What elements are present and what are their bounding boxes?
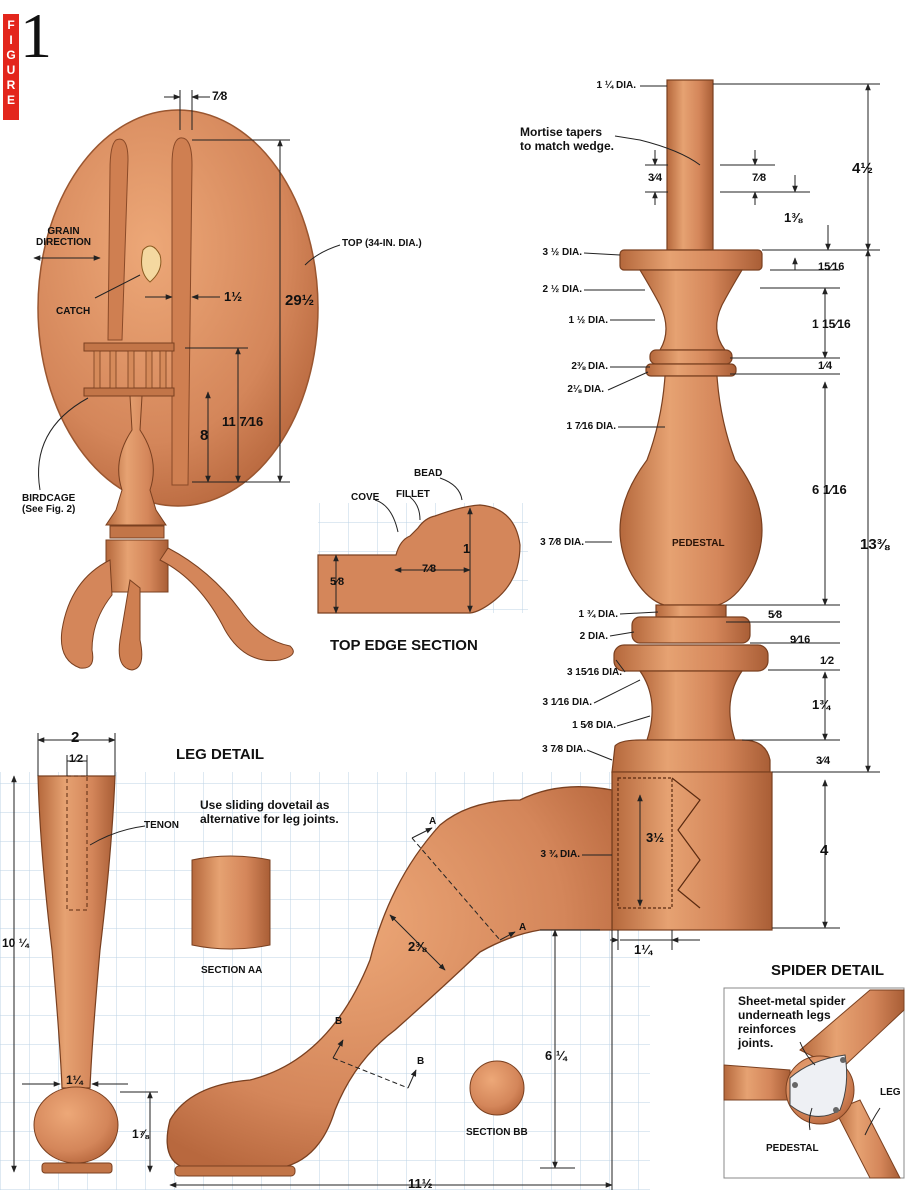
section-aa-shape <box>191 855 271 950</box>
dim-ped-r7: 1¾ <box>812 697 831 712</box>
dim-ped-1-3-8: 1⅜ <box>784 210 803 225</box>
dovetail-note: Use sliding dovetail as alternative for … <box>200 798 339 826</box>
label-top: TOP (34-IN. DIA.) <box>342 238 422 249</box>
mark-a-top: A <box>429 816 437 827</box>
leg-front <box>37 775 116 1089</box>
label-grain-direction: GRAIN DIRECTION <box>36 226 91 248</box>
dim-leg-2: 2 <box>71 729 80 746</box>
dia-11: 3 15⁄16 DIA. <box>566 667 622 678</box>
dim-leg-10-quarter: 10 ¼ <box>2 936 29 950</box>
top-view-leg-left <box>60 559 113 669</box>
dia-6: 2⅛ DIA. <box>567 384 604 395</box>
dim-ped-r5: 9⁄16 <box>790 634 811 646</box>
dia-3: 2 ½ DIA. <box>542 284 582 295</box>
dim-ped-r2: 1⁄4 <box>818 360 833 372</box>
dim-leg-6-quarter: 6 ¼ <box>545 1048 567 1063</box>
pedestal-turning <box>611 79 773 931</box>
dia-4: 1 ½ DIA. <box>568 315 608 326</box>
dim-ped-r8: 3⁄4 <box>816 755 831 767</box>
tenon-outline <box>66 775 88 911</box>
dia-2: 3 ½ DIA. <box>542 247 582 258</box>
dia-8: 3 7⁄8 DIA. <box>540 537 584 548</box>
dim-ped-1-quarter: 1¼ <box>634 942 653 957</box>
dia-15: 3 ¾ DIA. <box>540 849 580 860</box>
dim-ped-3-half: 3½ <box>646 830 665 845</box>
top-view-leg-right <box>159 547 294 662</box>
label-pedestal: PEDESTAL <box>672 538 725 549</box>
dim-ped-4: 4 <box>820 842 829 859</box>
dia-10: 2 DIA. <box>579 631 608 642</box>
dim-ped-4-half: 4½ <box>852 160 873 177</box>
label-tenon: TENON <box>144 820 179 831</box>
dim-top-thickness: 7⁄8 <box>212 89 228 103</box>
dim-29-half: 29½ <box>285 292 315 309</box>
dia-14: 3 7⁄8 DIA. <box>542 744 586 755</box>
mark-a-bottom: A <box>519 922 527 933</box>
mortise-note: Mortise tapers to match wedge. <box>520 125 615 153</box>
dim-1-half: 1½ <box>224 289 243 304</box>
mark-b-bottom: B <box>417 1056 425 1067</box>
dim-leg-1-quarter: 1¼ <box>66 1073 83 1087</box>
label-cove: COVE <box>351 492 380 503</box>
label-section-aa: SECTION AA <box>201 965 263 976</box>
figure-number: 1 <box>20 0 52 71</box>
dia-5: 2⅜ DIA. <box>571 361 608 372</box>
dia-1: 1 ¼ DIA. <box>596 80 636 91</box>
leg-detail-title: LEG DETAIL <box>176 746 265 763</box>
leg-side <box>166 786 613 1169</box>
dim-edge-5-8: 5⁄8 <box>330 576 345 588</box>
dim-ped-13-3-8: 13⅜ <box>860 536 890 553</box>
spider-detail-title: SPIDER DETAIL <box>771 962 885 979</box>
spider-label-pedestal: PEDESTAL <box>766 1143 819 1154</box>
catch-plate <box>141 245 162 283</box>
dim-ped-r0: 15⁄16 <box>818 261 845 273</box>
label-birdcage: BIRDCAGE (See Fig. 2) <box>22 493 76 515</box>
cleat-right <box>171 137 193 486</box>
dim-leg-1-2: 1⁄2 <box>69 753 84 765</box>
dim-ped-r3: 6 1⁄16 <box>812 482 847 497</box>
edge-section-title: TOP EDGE SECTION <box>330 637 478 654</box>
dia-9: 1 ¾ DIA. <box>578 609 618 620</box>
dim-edge-7-8: 7⁄8 <box>422 563 437 575</box>
label-fillet: FILLET <box>396 489 430 500</box>
birdcage-top <box>83 342 175 352</box>
dim-11-7-16: 11 7⁄16 <box>222 414 264 429</box>
dia-7: 1 7⁄16 DIA. <box>566 421 616 432</box>
dia-13: 1 5⁄8 DIA. <box>572 720 616 731</box>
label-bead: BEAD <box>414 468 443 479</box>
dim-ped-r6: 1⁄2 <box>820 655 835 667</box>
dim-leg-1-7-8: 1⅞ <box>132 1127 149 1141</box>
top-view-leg-mid <box>118 579 143 671</box>
dim-leg-2-3-8: 2⅜ <box>408 939 427 954</box>
dim-edge-1: 1 <box>463 541 471 556</box>
dim-leg-11-half: 11½ <box>408 1176 433 1191</box>
top-view-pedestal <box>105 395 167 526</box>
spider-note: Sheet-metal spider underneath legs reinf… <box>738 994 846 1050</box>
dim-ped-3-4: 3⁄4 <box>648 172 663 184</box>
label-section-bb: SECTION BB <box>466 1127 528 1138</box>
dim-8: 8 <box>200 427 209 444</box>
leg-foot-front <box>33 1086 119 1164</box>
spider-illustration <box>723 989 905 1179</box>
mark-b-top: B <box>335 1016 343 1027</box>
birdcage-spindles <box>93 350 167 389</box>
birdcage-bottom <box>83 387 175 397</box>
spider-label-leg: LEG <box>880 1087 901 1098</box>
cleat-left <box>107 138 129 341</box>
dim-ped-r4: 5⁄8 <box>768 609 783 621</box>
dim-ped-7-8: 7⁄8 <box>752 172 767 184</box>
label-catch: CATCH <box>56 306 91 317</box>
dia-12: 3 1⁄16 DIA. <box>542 697 592 708</box>
section-bb-shape <box>469 1060 525 1116</box>
dim-ped-r1: 1 15⁄16 <box>812 317 851 331</box>
